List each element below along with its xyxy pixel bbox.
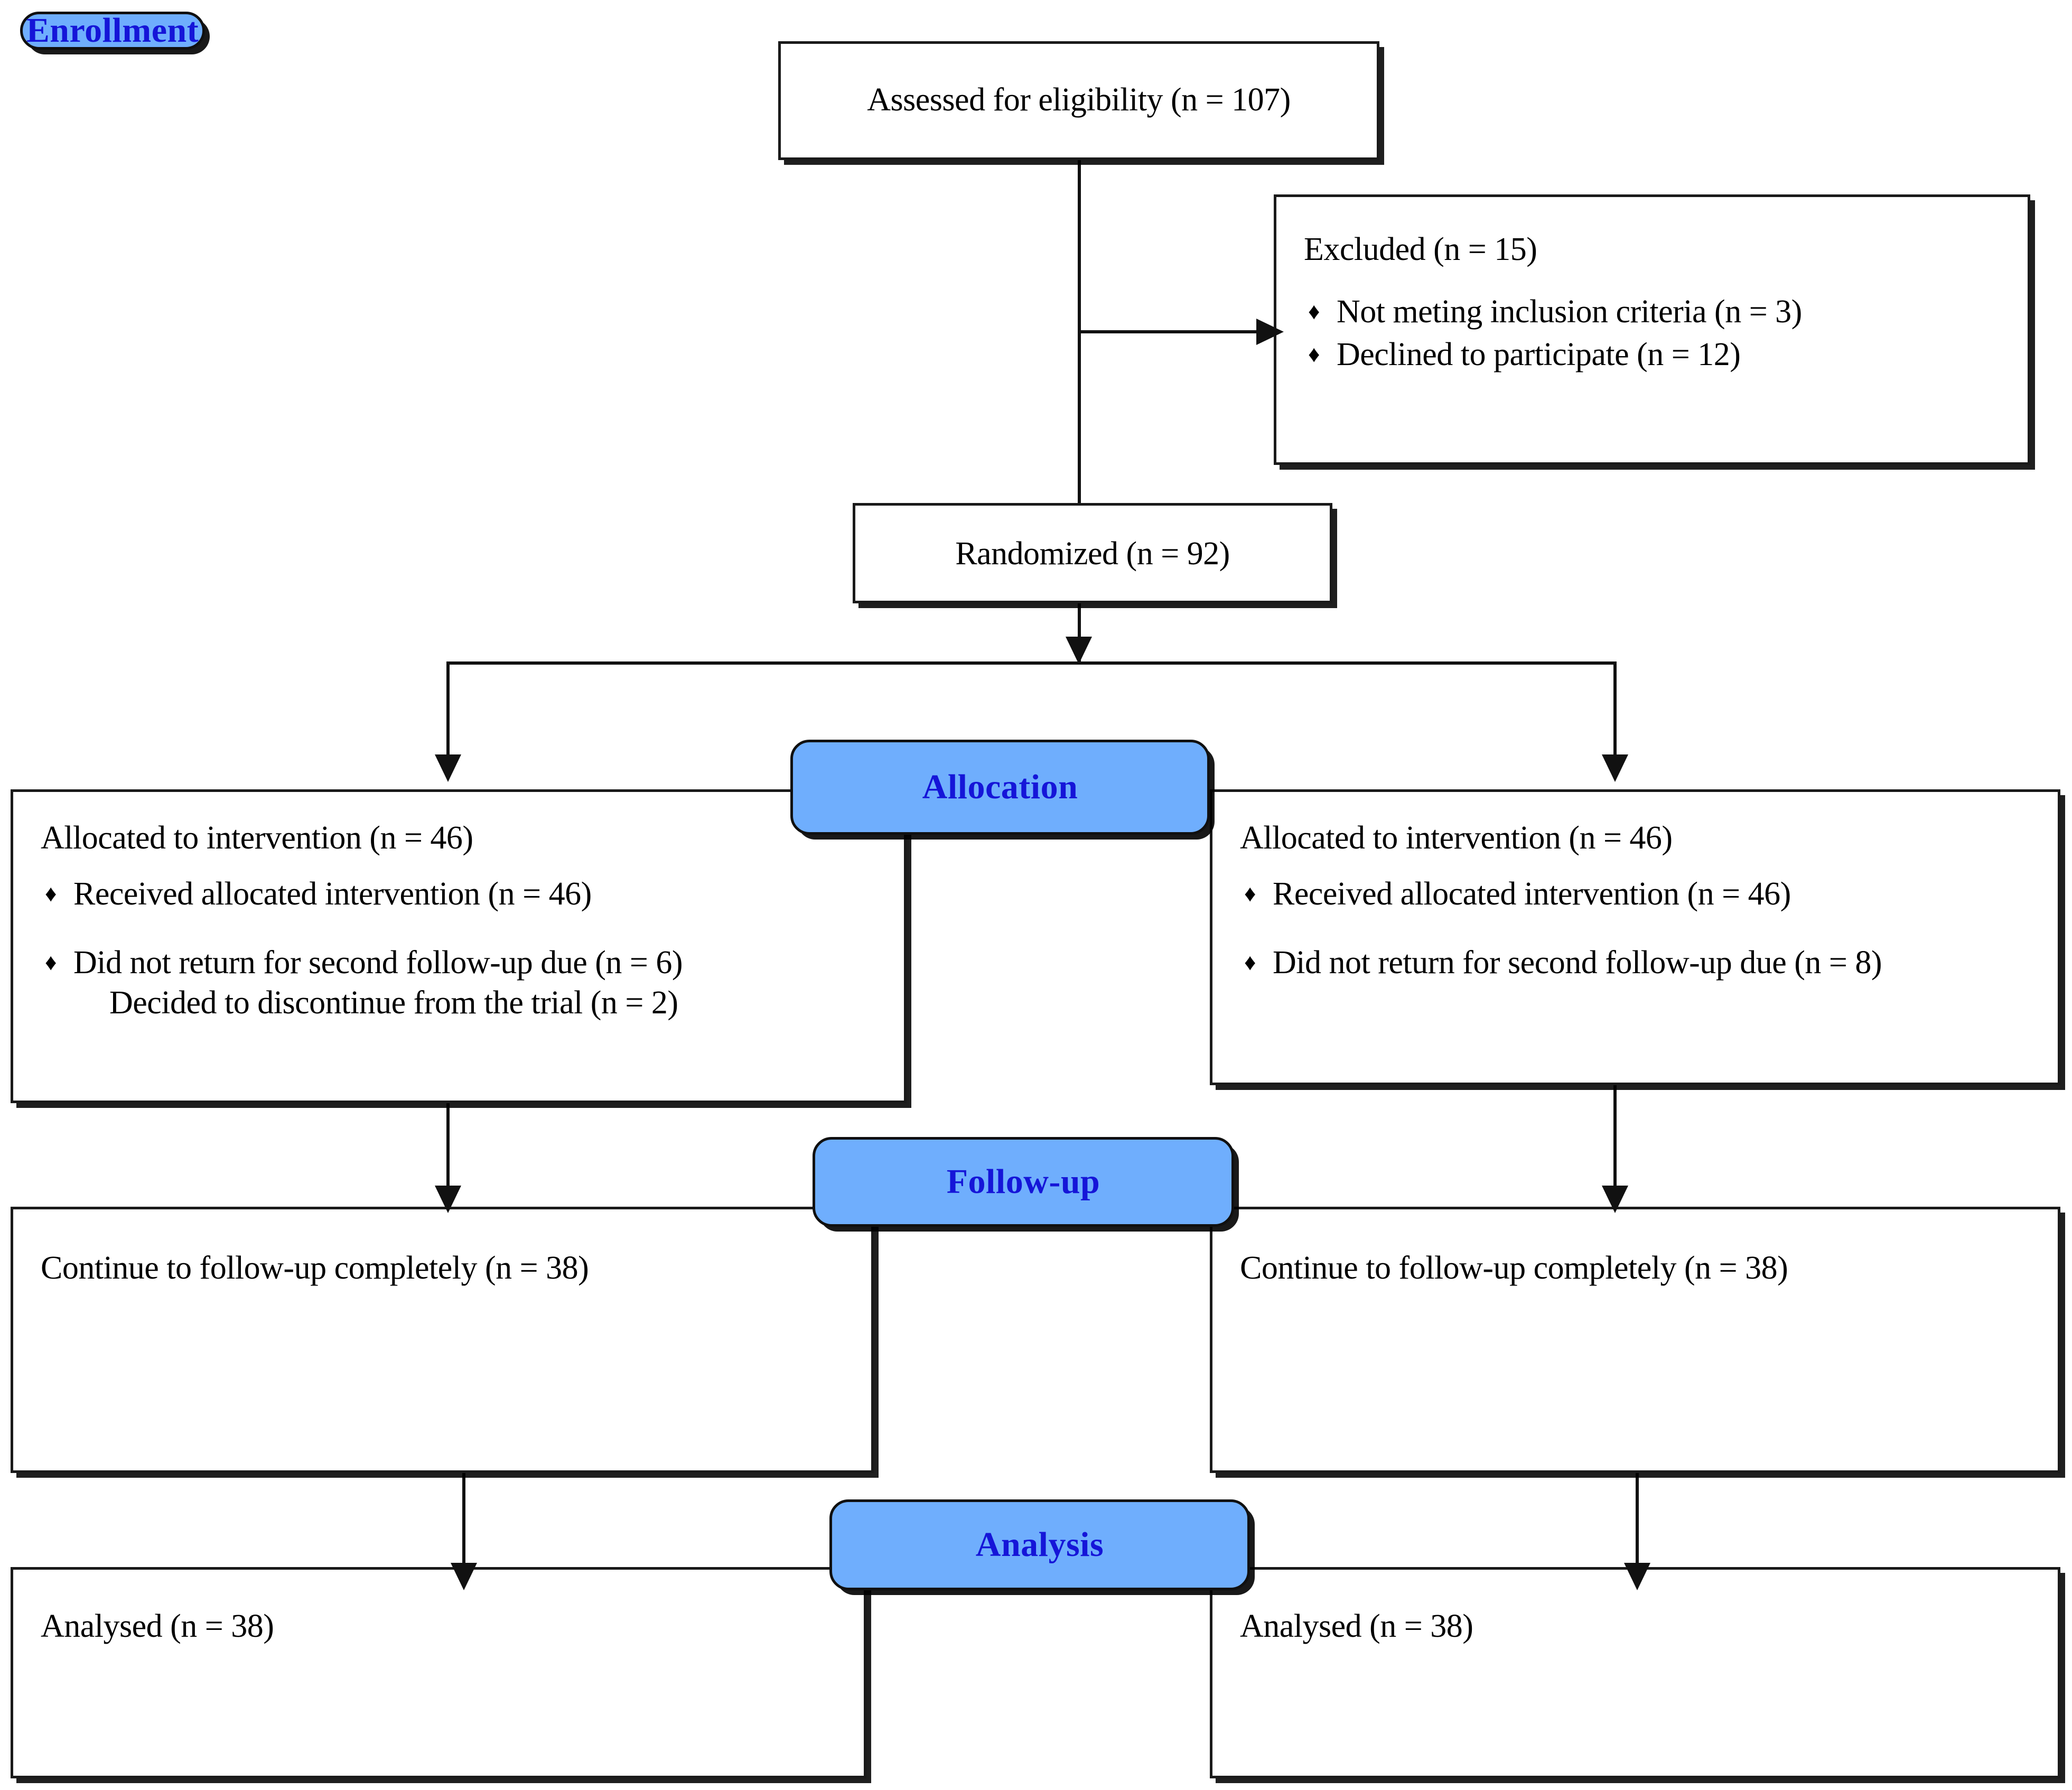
box-analysis-left: Analysed (n = 38) [11,1567,866,1778]
connector-to-excluded [1079,330,1264,333]
allocation-right-item-list: ♦ Received allocated intervention (n = 4… [1240,878,2047,979]
list-item: ♦ Did not return for second follow-up du… [1240,946,2047,979]
list-item-label: Not meting inclusion criteria (n = 3) [1337,294,1802,330]
connector-allocation-left-to-followup [446,1103,450,1201]
connector-followup-left-to-analysis [462,1473,465,1579]
list-item-label: Did not return for second follow-up due … [73,945,683,981]
diamond-bullet-icon: ♦ [45,881,57,907]
box-followup-right: Continue to follow-up completely (n = 38… [1210,1207,2060,1473]
connector-followup-right-to-analysis [1636,1473,1639,1579]
arrow-down-icon-left-followup [435,1186,461,1213]
stage-label-enrollment: Enrollment [20,11,205,50]
diamond-bullet-icon: ♦ [1308,299,1320,325]
followup-left-text: Continue to follow-up completely (n = 38… [41,1250,589,1286]
followup-right-text: Continue to follow-up completely (n = 38… [1240,1250,1788,1286]
connector-split-bar [446,661,1617,665]
box-assessed-for-eligibility: Assessed for eligibility (n = 107) [778,41,1379,160]
arrow-right-icon-excluded [1256,319,1284,345]
list-item: ♦ Did not return for second follow-up du… [41,946,893,979]
box-excluded: Excluded (n = 15) ♦ Not meting inclusion… [1274,194,2030,465]
arrow-down-icon-split [1066,637,1092,664]
stage-label-followup: Follow-up [813,1137,1234,1227]
connector-split-left-leg [446,661,450,779]
analysis-left-text: Analysed (n = 38) [41,1608,274,1644]
connector-allocation-right-to-followup [1613,1085,1617,1201]
connector-split-right-leg [1613,661,1617,779]
list-item: Decided to discontinue from the trial (n… [41,986,893,1019]
list-item-label: Received allocated intervention (n = 46) [73,876,592,912]
box-analysis-right: Analysed (n = 38) [1210,1567,2060,1778]
arrow-down-icon-right-allocation [1602,754,1628,782]
stage-label-allocation: Allocation [790,740,1210,835]
arrow-down-icon-left-analysis [451,1563,477,1590]
box-randomized: Randomized (n = 92) [853,503,1332,603]
stage-label-analysis: Analysis [829,1499,1250,1590]
diamond-bullet-icon: ♦ [1308,341,1320,367]
allocation-left-heading: Allocated to intervention (n = 46) [41,820,473,856]
list-item: ♦ Received allocated intervention (n = 4… [1240,878,2047,910]
list-item-label: Decided to discontinue from the trial (n… [109,985,678,1021]
stage-label-analysis-text: Analysis [975,1525,1104,1564]
box-followup-left: Continue to follow-up completely (n = 38… [11,1207,874,1473]
assessed-text: Assessed for eligibility (n = 107) [867,82,1291,118]
list-item: ♦ Received allocated intervention (n = 4… [41,878,893,910]
list-item-label: Did not return for second follow-up due … [1273,945,1882,981]
diamond-bullet-icon: ♦ [45,949,57,975]
list-item: ♦ Declined to participate (n = 12) [1304,333,2017,376]
stage-label-followup-text: Follow-up [946,1162,1100,1201]
arrow-down-icon-right-followup [1602,1186,1628,1213]
excluded-heading: Excluded (n = 15) [1304,231,1537,267]
stage-label-enrollment-text: Enrollment [26,11,199,50]
stage-label-allocation-text: Allocation [922,768,1078,806]
arrow-down-icon-right-analysis [1624,1563,1650,1590]
analysis-right-text: Analysed (n = 38) [1240,1608,1473,1644]
box-allocation-left: Allocated to intervention (n = 46) ♦ Rec… [11,789,907,1103]
randomized-text: Randomized (n = 92) [955,536,1230,572]
diamond-bullet-icon: ♦ [1244,949,1256,975]
list-item-label: Received allocated intervention (n = 46) [1273,876,1791,912]
connector-randomized-down [1078,603,1081,661]
list-item-label: Declined to participate (n = 12) [1337,336,1741,372]
allocation-right-heading: Allocated to intervention (n = 46) [1240,820,1673,856]
list-item: ♦ Not meting inclusion criteria (n = 3) [1304,291,2017,333]
excluded-reason-list: ♦ Not meting inclusion criteria (n = 3) … [1304,291,2017,376]
diamond-bullet-icon: ♦ [1244,881,1256,907]
box-allocation-right: Allocated to intervention (n = 46) ♦ Rec… [1210,789,2060,1085]
allocation-left-item-list: ♦ Received allocated intervention (n = 4… [41,878,893,1019]
arrow-down-icon-left-allocation [435,754,461,782]
